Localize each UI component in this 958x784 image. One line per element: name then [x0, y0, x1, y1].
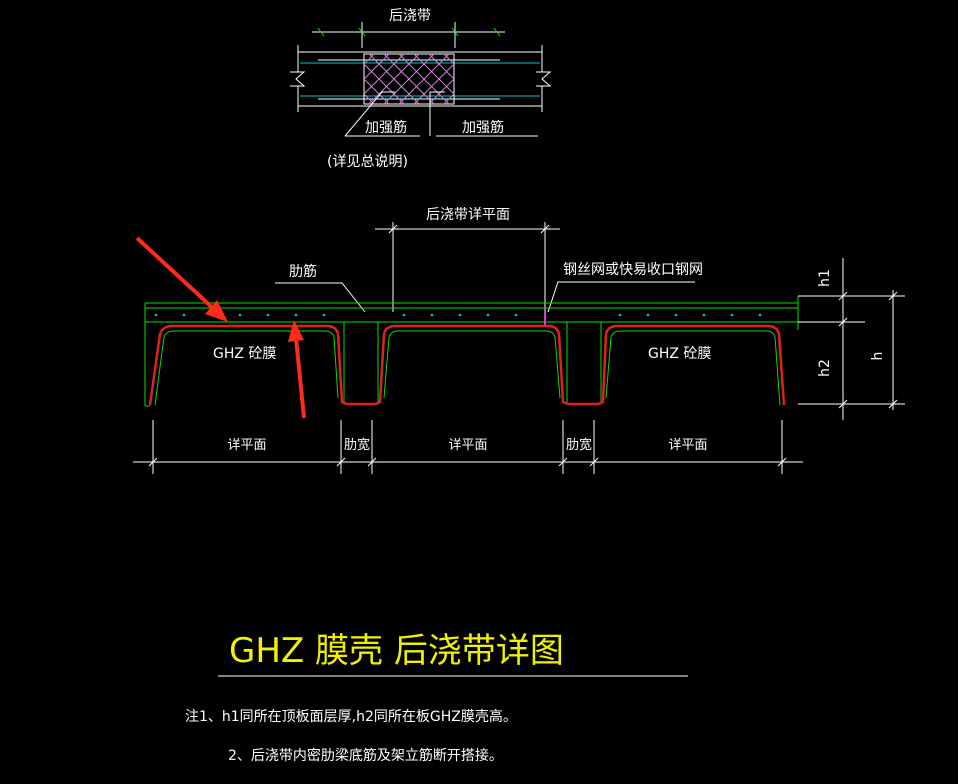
rebar-leaders — [344, 91, 538, 137]
dim-h1-label: h1 — [817, 269, 833, 287]
rib-bar-leader — [275, 282, 366, 313]
rebar-lines — [300, 59, 540, 100]
drawing-title: GHZ 膜壳 后浇带详图 — [229, 631, 564, 671]
rebar-left-label: 加强筋 — [365, 119, 407, 136]
main-section: 后浇带详平面 肋筋 钢丝网或快易收口钢网 — [133, 207, 905, 474]
hatched-strip — [363, 53, 455, 105]
bottom-dimension — [133, 420, 803, 474]
shell-left-label: GHZ 砼膜 — [213, 346, 276, 362]
rib-bar-label: 肋筋 — [289, 263, 317, 280]
dim-h-label: h — [870, 352, 886, 361]
title-block: GHZ 膜壳 后浇带详图 注1、h1同所在顶板面层厚,h2同所在板GHZ膜壳高。… — [185, 631, 688, 764]
slab-outline — [290, 45, 552, 112]
dim-bottom-label: 详平面 — [448, 438, 487, 453]
mesh-leader — [547, 281, 695, 313]
ghz-shells — [148, 324, 786, 406]
band-detail-label: 后浇带详平面 — [426, 207, 510, 223]
dim-bottom-label: 详平面 — [668, 438, 707, 453]
band-detail-dimension — [375, 222, 560, 312]
annotation-arrows — [135, 236, 306, 419]
dim-bottom-label: 详平面 — [227, 438, 266, 453]
see-note-label: (详见总说明) — [327, 154, 408, 170]
dim-bottom-label: 肋宽 — [566, 437, 592, 453]
band-label: 后浇带 — [389, 8, 431, 24]
shell-right-label: GHZ 砼膜 — [648, 346, 711, 362]
height-dimensions — [798, 258, 905, 420]
note-line-2: 2、后浇带内密肋梁底筋及架立筋断开搭接。 — [228, 747, 503, 764]
slab-rebar-dots — [154, 313, 762, 317]
dim-h2-label: h2 — [817, 359, 833, 377]
top-detail: 后浇带 — [290, 8, 552, 170]
dim-bottom-label: 肋宽 — [344, 437, 370, 453]
band-dimension — [312, 22, 505, 48]
mesh-label: 钢丝网或快易收口钢网 — [563, 262, 703, 278]
note-line-1: 注1、h1同所在顶板面层厚,h2同所在板GHZ膜壳高。 — [185, 708, 517, 725]
rebar-right-label: 加强筋 — [462, 119, 504, 136]
shell-inner — [154, 330, 781, 406]
